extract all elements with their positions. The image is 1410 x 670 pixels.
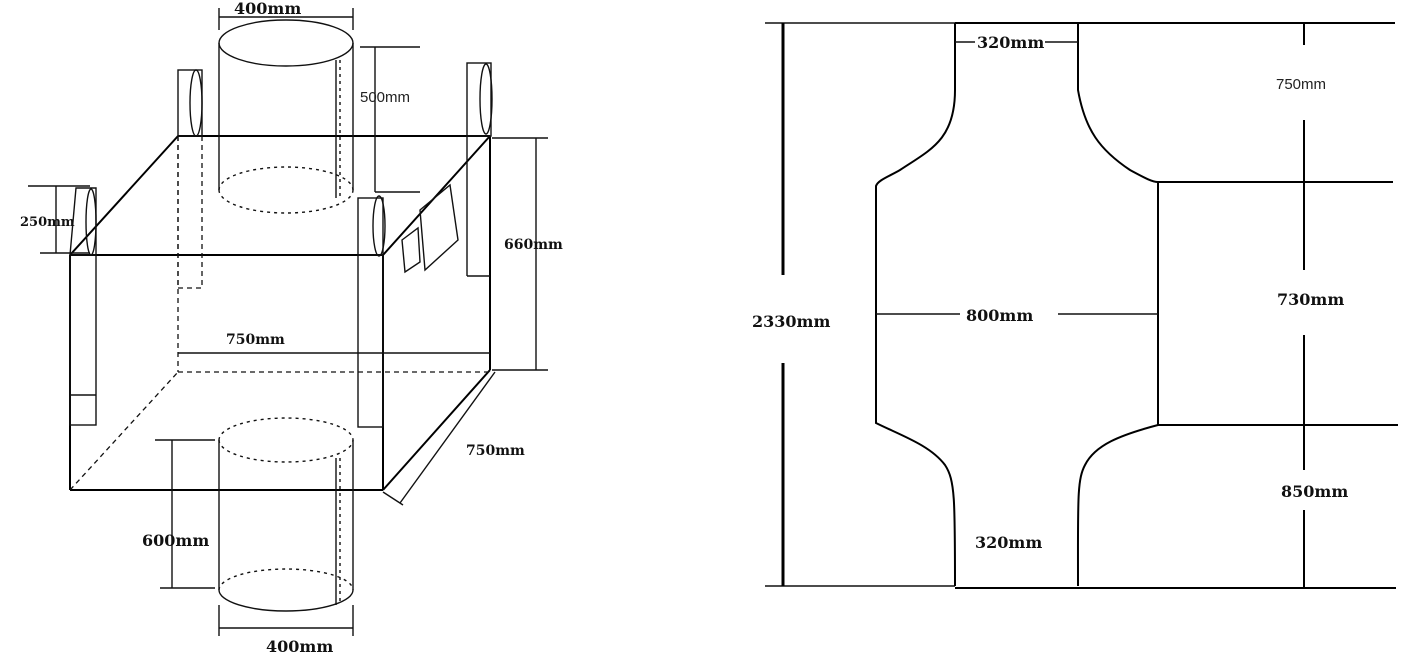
- bottom-spout-height-label: 600mm: [142, 531, 209, 550]
- body-width-label: 750mm: [226, 332, 285, 348]
- top-neck-width-label: 320mm: [977, 33, 1044, 52]
- lifting-loops: [69, 62, 493, 428]
- flat-pattern-drawing: 320mm 320mm 2330mm 800mm 750mm 730mm 850…: [752, 22, 1398, 589]
- bag-body: [69, 135, 491, 491]
- bottom-spout-width-label: 400mm: [266, 637, 333, 656]
- loop-height-label: 250mm: [20, 215, 75, 230]
- top-spout-height-label: 500mm: [360, 89, 410, 106]
- lower-section-label: 850mm: [1281, 482, 1348, 501]
- body-depth-label: 750mm: [466, 443, 525, 459]
- center-width-label: 800mm: [966, 306, 1033, 325]
- total-height-label: 2330mm: [752, 312, 830, 331]
- total-height-dimension: [765, 22, 955, 587]
- top-spout-width-label: 400mm: [234, 0, 301, 18]
- pattern-outline: [875, 22, 1398, 589]
- bag-dimension-lines: [28, 8, 548, 636]
- middle-section-label: 730mm: [1277, 290, 1344, 309]
- upper-section-label: 750mm: [1276, 76, 1326, 93]
- bottom-neck-width-label: 320mm: [975, 533, 1042, 552]
- top-spout: [218, 19, 354, 214]
- bulk-bag-isometric-drawing: 400mm 500mm 250mm 660mm 750mm 750mm 600m…: [20, 0, 563, 656]
- body-height-label: 660mm: [504, 237, 563, 253]
- bottom-spout: [218, 417, 354, 612]
